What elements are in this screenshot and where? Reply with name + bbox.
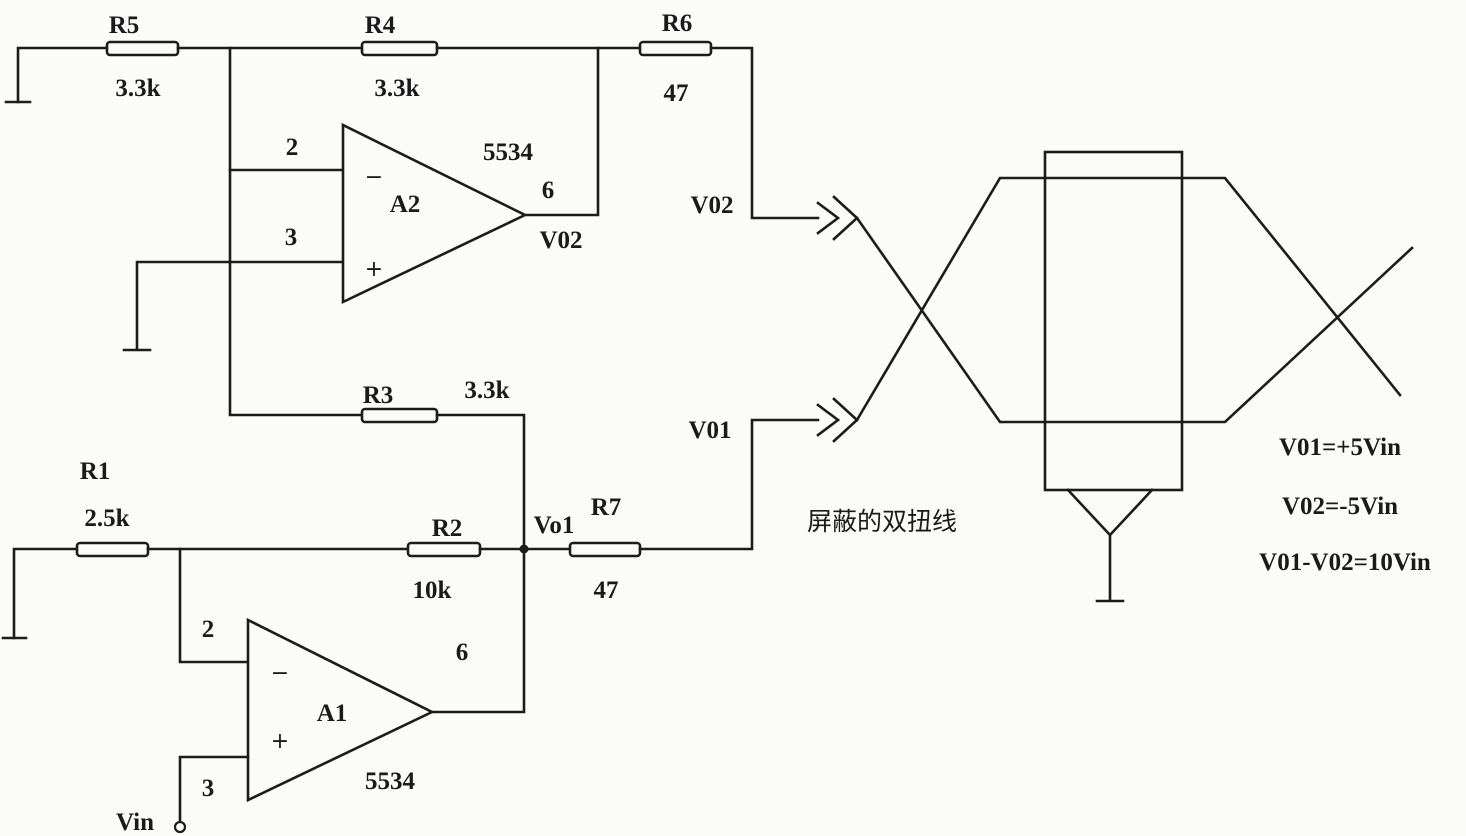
cable-conductor-a	[855, 216, 1414, 424]
wire-ground-r1	[12, 547, 79, 640]
wire-a2-noninverting-ground	[135, 260, 345, 350]
vo1-node-label: Vo1	[534, 512, 575, 539]
wire-ground-r5	[16, 46, 109, 104]
a2-pin-output-label: 6	[542, 177, 555, 204]
wire-a1-inverting-input	[178, 547, 250, 664]
r2-name-label: R2	[432, 515, 463, 542]
a1-stage	[1, 418, 820, 834]
a2-name-label: A2	[390, 191, 421, 218]
r4-name-label: R4	[365, 12, 396, 39]
r6-name-label: R6	[662, 10, 693, 37]
r1-value-label: 2.5k	[84, 505, 129, 532]
equation-v02: V02=-5Vin	[1282, 493, 1398, 520]
wire-r6-connector-upper	[709, 46, 820, 220]
cable-conductor-b	[855, 176, 1402, 422]
connector-upper-label: V02	[690, 192, 733, 219]
r4-value-label: 3.3k	[374, 75, 419, 102]
a1-minus-sign: −	[271, 661, 289, 686]
r1-name-label: R1	[80, 458, 111, 485]
a2-stage	[4, 40, 820, 417]
wire-r7-connector-lower	[638, 418, 820, 551]
a1-name-label: A1	[317, 700, 348, 727]
opamp-a1	[246, 617, 435, 803]
r5-value-label: 3.3k	[115, 75, 160, 102]
opamp-a2	[341, 122, 528, 305]
cable-shield	[1043, 150, 1184, 492]
resistor-r3	[360, 407, 439, 424]
vin-terminal	[173, 820, 187, 834]
labels: R5 3.3k R4 3.3k R6 47 R3 3.3k R1 2.5k R2…	[80, 10, 1431, 836]
equation-difference: V01-V02=10Vin	[1259, 549, 1431, 576]
connector-lower-label: V01	[688, 417, 731, 444]
resistor-r1	[75, 541, 150, 558]
a1-pin-inverting-label: 2	[202, 616, 215, 643]
cable-label: 屏蔽的双扭线	[807, 507, 957, 536]
r5-name-label: R5	[109, 12, 140, 39]
r3-name-label: R3	[363, 382, 394, 409]
r2-value-label: 10k	[413, 577, 452, 604]
r7-name-label: R7	[591, 494, 622, 521]
a1-part-label: 5534	[365, 768, 416, 795]
connector-lower-chevron-inner	[816, 403, 841, 437]
wire-r3-to-a1-output	[430, 413, 526, 714]
wire-a2-output-feedback	[523, 46, 600, 217]
a1-pin-noninverting-label: 3	[202, 775, 215, 802]
connector-upper-chevron-inner	[816, 201, 841, 235]
resistor-r4	[360, 40, 439, 57]
a2-minus-sign: −	[365, 165, 383, 190]
twisted-pair-cable	[816, 150, 1414, 603]
a2-plus-sign: +	[365, 257, 383, 282]
shield-drain-funnel	[1066, 488, 1154, 537]
a2-pin-inverting-label: 2	[286, 134, 299, 161]
resistor-r2	[406, 541, 482, 558]
vin-label: Vin	[116, 809, 154, 836]
r7-value-label: 47	[594, 577, 619, 604]
a1-pin-output-label: 6	[456, 639, 469, 666]
r3-value-label: 3.3k	[464, 377, 509, 404]
a2-pin-noninverting-label: 3	[285, 224, 298, 251]
r3-branch	[360, 407, 526, 714]
wire-a1-noninverting-input	[178, 755, 250, 824]
resistor-r5	[105, 40, 180, 57]
junction-vo1	[519, 544, 529, 554]
a1-plus-sign: +	[271, 729, 289, 754]
equation-v01: V01=+5Vin	[1279, 434, 1401, 461]
resistor-r7	[568, 541, 642, 558]
a2-output-node-label: V02	[539, 227, 582, 254]
resistor-r6	[638, 40, 713, 57]
a2-part-label: 5534	[483, 139, 534, 166]
r6-value-label: 47	[664, 80, 689, 107]
